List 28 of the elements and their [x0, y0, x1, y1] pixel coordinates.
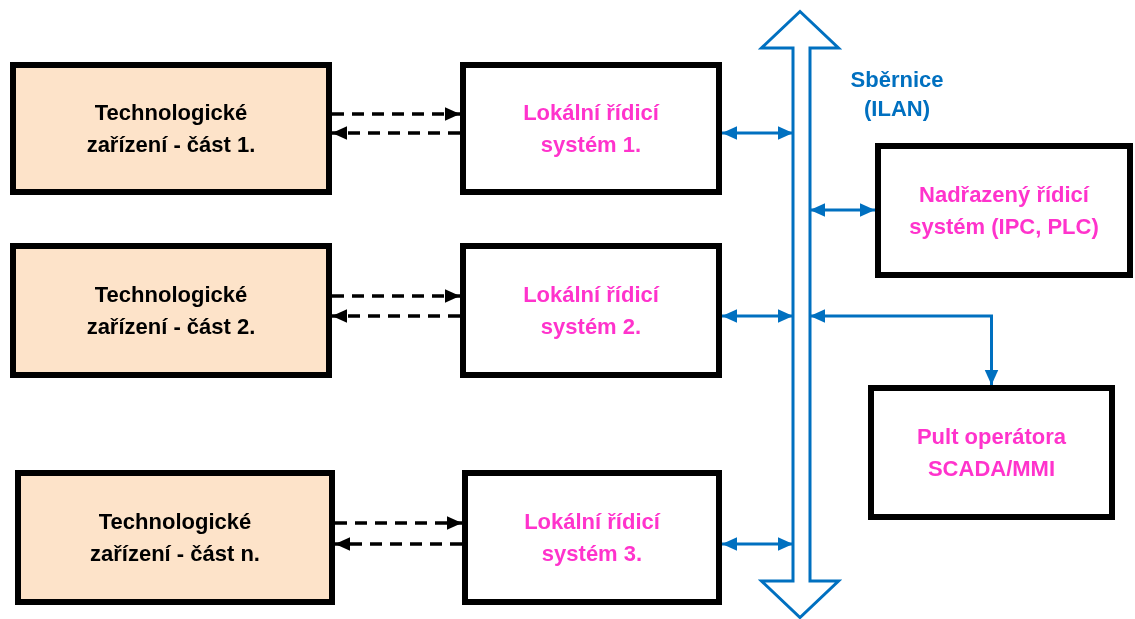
control-system-box: [460, 243, 722, 378]
box-label: Lokální řídicí systém 2.: [522, 280, 661, 341]
double-arrow: [722, 126, 793, 140]
dashed-arrow: [335, 537, 462, 551]
box-label: Technologické zařízení - část 1.: [85, 98, 257, 159]
control-system-box: [460, 62, 722, 195]
double-arrow: [810, 203, 875, 217]
box-label: Pult operátora SCADA/MMI: [915, 422, 1068, 483]
dashed-arrow: [332, 309, 460, 323]
control-system-box: [462, 470, 722, 605]
equipment-box: [10, 62, 332, 195]
control-system-box: [868, 385, 1115, 520]
box-label: Technologické zařízení - část n.: [89, 507, 261, 568]
double-arrow: [722, 537, 793, 551]
dashed-arrow: [335, 516, 462, 530]
box-label: Nadřazený řídicí systém (IPC, PLC): [908, 180, 1100, 241]
box-label: Lokální řídicí systém 3.: [523, 507, 662, 568]
equipment-box: [10, 243, 332, 378]
dashed-arrow: [332, 126, 460, 140]
box-label: Technologické zařízení - část 2.: [85, 280, 257, 341]
bus-label: Sběrnice (ILAN): [849, 66, 945, 123]
box-label: Lokální řídicí systém 1.: [522, 98, 661, 159]
double-arrow: [722, 309, 793, 323]
double-arrow: [810, 309, 999, 385]
control-system-box: [875, 143, 1133, 278]
dashed-arrow: [332, 289, 460, 303]
equipment-box: [15, 470, 335, 605]
dashed-arrow: [332, 107, 460, 121]
